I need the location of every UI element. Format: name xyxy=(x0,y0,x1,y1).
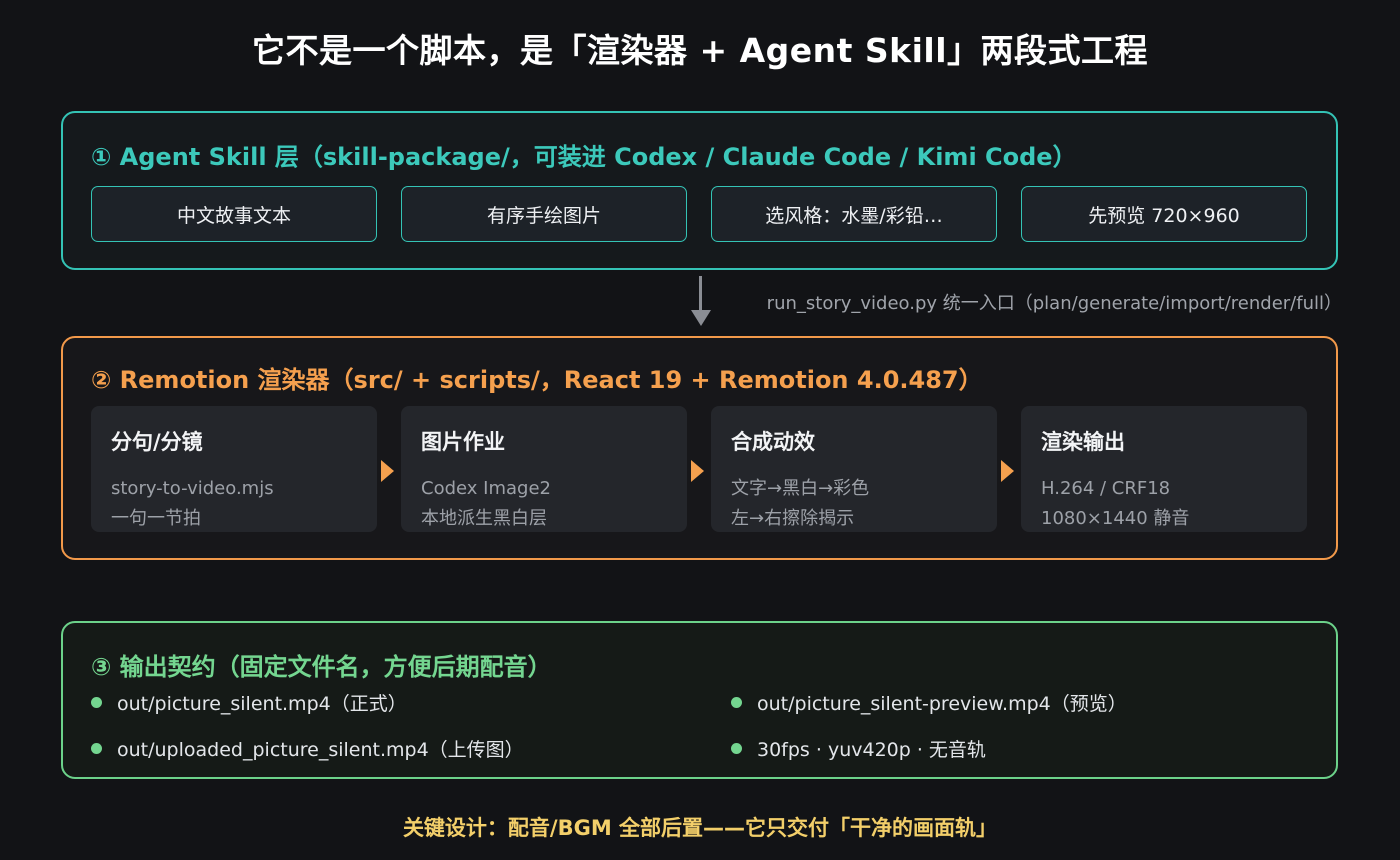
step-card-line: 本地派生黑白层 xyxy=(421,508,547,529)
output-item-text: out/picture_silent-preview.mp4（预览） xyxy=(757,693,1127,715)
entry-point-note: run_story_video.py 统一入口（plan/generate/im… xyxy=(766,293,1342,314)
output-item-text: out/picture_silent.mp4（正式） xyxy=(117,693,407,715)
step-card-title: 合成动效 xyxy=(731,430,815,454)
bullet-icon xyxy=(731,697,742,708)
output-item: out/picture_silent-preview.mp4（预览） xyxy=(731,689,1127,716)
step-card-title: 渲染输出 xyxy=(1041,430,1125,454)
right-arrow-icon xyxy=(381,460,394,482)
step-card-line: story-to-video.mjs xyxy=(111,478,274,499)
input-chip-style: 选风格：水墨/彩铅… xyxy=(711,186,997,242)
bullet-icon xyxy=(91,743,102,754)
output-contract-title: ③ 输出契约（固定文件名，方便后期配音） xyxy=(91,653,552,681)
right-arrow-icon xyxy=(1001,460,1014,482)
step-card-image-job: 图片作业 Codex Image2 本地派生黑白层 xyxy=(401,406,687,532)
output-contract-panel: ③ 输出契约（固定文件名，方便后期配音） out/picture_silent.… xyxy=(61,621,1338,779)
output-item-text: out/uploaded_picture_silent.mp4（上传图） xyxy=(117,739,524,761)
connector-line xyxy=(699,276,702,312)
step-card-line: H.264 / CRF18 xyxy=(1041,478,1171,499)
step-card-title: 图片作业 xyxy=(421,430,505,454)
step-card-title: 分句/分镜 xyxy=(111,430,203,454)
step-card-line: 1080×1440 静音 xyxy=(1041,508,1190,529)
input-chip-preview: 先预览 720×960 xyxy=(1021,186,1307,242)
renderer-title: ② Remotion 渲染器（src/ + scripts/，React 19 … xyxy=(91,366,983,394)
output-item: out/picture_silent.mp4（正式） xyxy=(91,689,407,716)
step-card-segmentation: 分句/分镜 story-to-video.mjs 一句一节拍 xyxy=(91,406,377,532)
renderer-panel: ② Remotion 渲染器（src/ + scripts/，React 19 … xyxy=(61,336,1338,560)
input-chip-images: 有序手绘图片 xyxy=(401,186,687,242)
bullet-icon xyxy=(731,743,742,754)
key-design-note: 关键设计：配音/BGM 全部后置——它只交付「干净的画面轨」 xyxy=(402,816,998,840)
step-card-line: 左→右擦除揭示 xyxy=(731,508,855,529)
output-item-text: 30fps · yuv420p · 无音轨 xyxy=(757,739,986,761)
output-item: out/uploaded_picture_silent.mp4（上传图） xyxy=(91,735,524,762)
step-card-render-output: 渲染输出 H.264 / CRF18 1080×1440 静音 xyxy=(1021,406,1307,532)
right-arrow-icon xyxy=(691,460,704,482)
page-title: 它不是一个脚本，是「渲染器 + Agent Skill」两段式工程 xyxy=(251,31,1149,70)
step-card-line: 文字→黑白→彩色 xyxy=(731,478,870,499)
output-item: 30fps · yuv420p · 无音轨 xyxy=(731,735,986,762)
skill-layer-title: ① Agent Skill 层（skill-package/，可装进 Codex… xyxy=(91,143,1077,171)
bullet-icon xyxy=(91,697,102,708)
skill-layer-panel: ① Agent Skill 层（skill-package/，可装进 Codex… xyxy=(61,111,1338,270)
step-card-compositing: 合成动效 文字→黑白→彩色 左→右擦除揭示 xyxy=(711,406,997,532)
step-card-line: Codex Image2 xyxy=(421,478,551,499)
step-card-line: 一句一节拍 xyxy=(111,508,201,529)
input-chip-story-text: 中文故事文本 xyxy=(91,186,377,242)
down-arrow-icon xyxy=(691,310,711,326)
